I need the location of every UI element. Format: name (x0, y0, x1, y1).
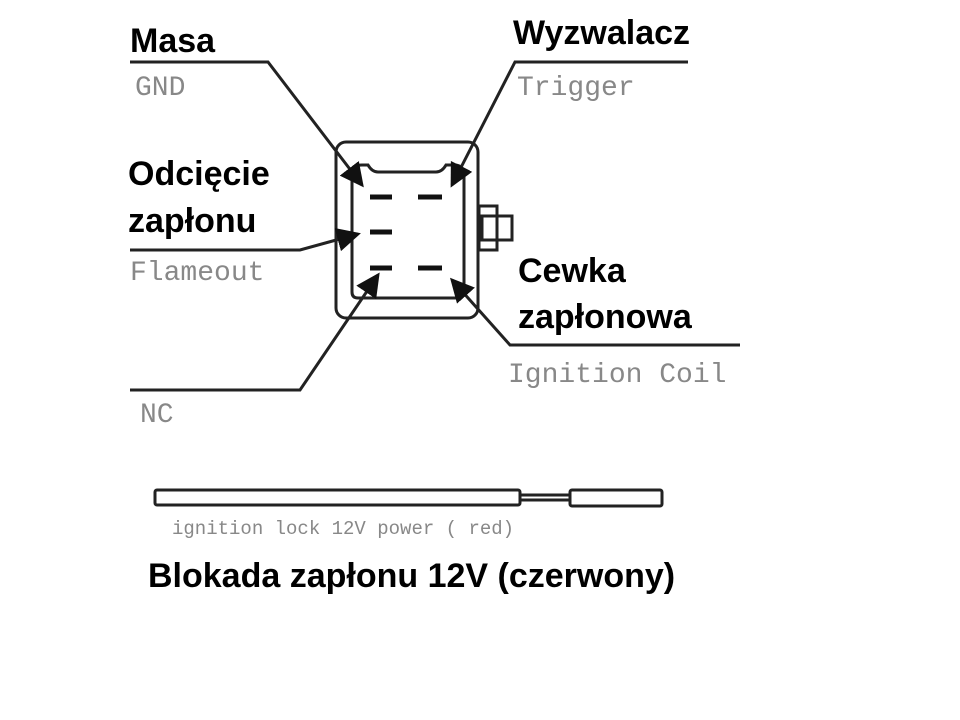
label-wire-en: ignition lock 12V power ( red) (172, 518, 514, 540)
label-coil-pl-1: Cewka (518, 252, 627, 290)
leader-trigger (450, 60, 688, 188)
label-gnd-pl: Masa (130, 22, 216, 60)
leader-flameout (130, 228, 361, 252)
label-trigger-pl: Wyzwalacz (513, 14, 690, 52)
connector-body (334, 140, 514, 320)
red-power-wire (153, 488, 664, 508)
label-gnd-en: GND (135, 73, 185, 104)
leader-coil (450, 277, 740, 347)
connector-pins (370, 194, 442, 271)
label-coil-pl-2: zapłonowa (518, 298, 693, 336)
label-coil-en: Ignition Coil (508, 360, 726, 391)
label-flameout-pl-2: zapłonu (128, 202, 256, 240)
label-wire-pl: Blokada zapłonu 12V (czerwony) (148, 557, 675, 595)
label-trigger-en: Trigger (517, 73, 635, 104)
label-nc-en: NC (140, 400, 174, 431)
label-flameout-en: Flameout (130, 258, 264, 289)
leader-nc (130, 272, 380, 392)
leader-gnd (130, 60, 364, 188)
label-flameout-pl-1: Odcięcie (128, 155, 270, 193)
